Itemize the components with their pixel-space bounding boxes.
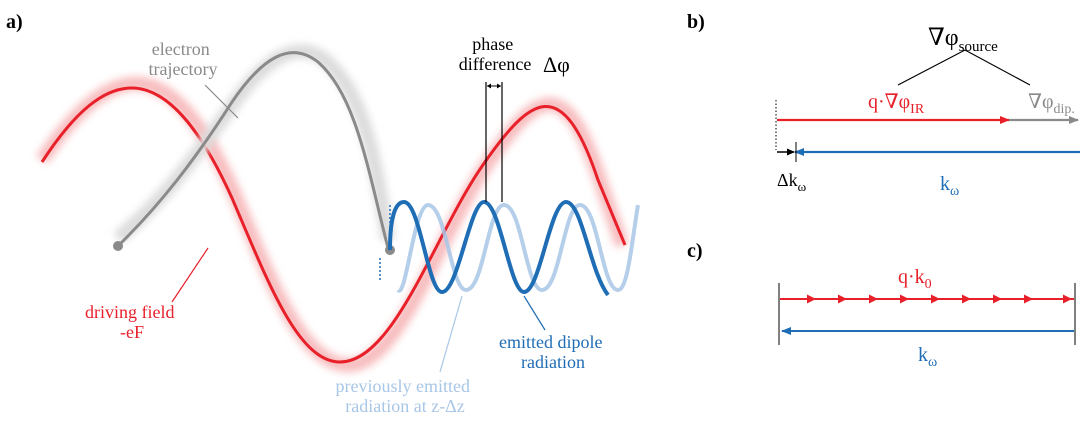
q-grad-ir-label: q·∇φIR <box>868 91 925 117</box>
k-omega-b-sub: ω <box>950 184 959 199</box>
previously-emitted-line2: radiation at z-Δz <box>345 396 465 416</box>
phase-arrow-head-left <box>487 83 491 89</box>
panel-c: c) q·k0 kω <box>687 240 1076 370</box>
q-k0-arrowhead <box>807 294 816 304</box>
delta-phi-label: Δφ <box>543 52 570 77</box>
k-omega-c-main: k <box>918 344 928 366</box>
driving-field-leader <box>171 247 209 303</box>
electron-trajectory-leader <box>204 84 239 119</box>
electron-trajectory-line1: electron <box>152 39 210 59</box>
grad-dip-label: ∇φdip. <box>1028 91 1075 117</box>
q-k0-arrowheads <box>807 294 1072 304</box>
q-k0-arrowhead <box>1063 294 1072 304</box>
k-omega-label-b: kω <box>940 173 959 199</box>
driving-field-curve <box>40 86 627 364</box>
q-k0-arrowhead <box>900 294 909 304</box>
panel-a-label: a) <box>6 11 23 33</box>
electron-trajectory-line2: trajectory <box>149 59 218 79</box>
q-k0-main: q·k <box>898 266 925 288</box>
delta-k-sub: ω <box>798 179 807 194</box>
q-k0-arrowhead <box>869 294 878 304</box>
electron-trajectory-label: electron trajectory <box>149 39 218 79</box>
k-omega-c-sub: ω <box>928 355 937 370</box>
q-k0-arrowhead <box>931 294 940 304</box>
phase-difference-line1: phase <box>472 34 513 54</box>
phase-difference-label: phase difference <box>459 34 532 74</box>
grad-dip-main: ∇φ <box>1028 91 1054 113</box>
emitted-dipole-leader <box>523 295 546 331</box>
q-k0-arrowhead <box>993 294 1002 304</box>
panel-b-label: b) <box>687 11 705 33</box>
phase-difference-line2: difference <box>459 54 532 74</box>
q-k0-label: q·k0 <box>898 266 932 292</box>
grad-dip-sub: dip. <box>1054 102 1075 117</box>
k-omega-b-main: k <box>940 173 950 195</box>
emitted-dipole-label: emitted dipole radiation <box>499 332 607 372</box>
q-grad-ir-sub: IR <box>910 102 925 117</box>
grad-source-bracket <box>897 49 1031 86</box>
electron-trajectory-curve <box>116 51 390 249</box>
panel-a: a) phase difference Δφ electron trajecto <box>6 11 640 416</box>
grad-source-main: ∇φ <box>928 25 959 51</box>
emitted-dipole-line1: emitted dipole <box>499 332 602 352</box>
previously-emitted-line1: previously emitted <box>336 376 470 396</box>
phase-arrow-head-right <box>497 83 501 89</box>
q-k0-arrowhead <box>838 294 847 304</box>
q-k0-sub: 0 <box>925 277 932 292</box>
q-k0-arrowhead <box>962 294 971 304</box>
grad-source-label: ∇φsource <box>928 25 998 55</box>
previously-emitted-wave <box>396 202 640 293</box>
electron-trajectory-glow <box>113 44 395 244</box>
grad-source-sub: source <box>959 39 998 55</box>
driving-field-line1: driving field <box>85 302 174 322</box>
previously-emitted-leader <box>439 295 463 373</box>
electron-start-dot <box>113 241 123 251</box>
delta-k-main: Δk <box>777 170 798 190</box>
driving-field-label: driving field -eF <box>85 302 179 342</box>
emitted-dipole-line2: radiation <box>521 352 585 372</box>
emitted-dipole-wave <box>388 199 610 297</box>
panel-b: b) ∇φsource q·∇φIR ∇φdip. Δkω kω <box>687 11 1080 199</box>
k-omega-label-c: kω <box>918 344 937 370</box>
driving-field-line2: -eF <box>120 322 144 342</box>
previously-emitted-label: previously emitted radiation at z-Δz <box>336 376 475 416</box>
delta-k-label: Δkω <box>777 170 807 194</box>
q-k0-arrowhead <box>1024 294 1033 304</box>
q-grad-ir-main: q·∇φ <box>868 91 910 113</box>
panel-c-label: c) <box>687 240 703 262</box>
